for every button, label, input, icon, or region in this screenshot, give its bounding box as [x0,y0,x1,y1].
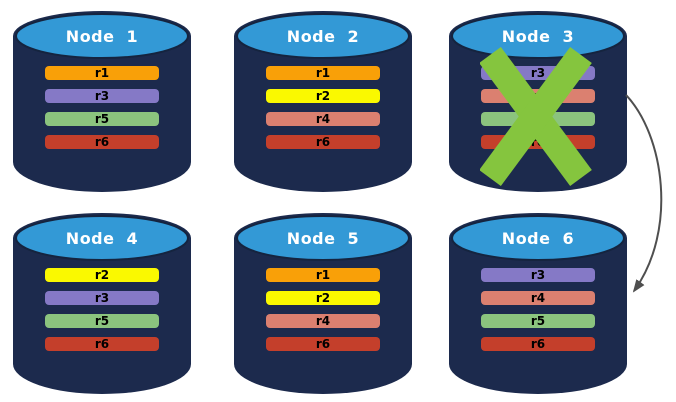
replica-list: r1 r2 r4 r6 [266,268,380,360]
replica-bar: r1 [45,66,159,80]
replica-bar: r5 [45,314,159,328]
replica-bar: r6 [45,135,159,149]
cylinder-top [236,215,410,261]
failover-arrow-path [625,94,663,293]
replica-bar: r5 [45,112,159,126]
replica-bar: r4 [266,112,380,126]
replica-bar: r1 [266,66,380,80]
node-1: Node 1 r1 r3 r5 r6 [13,6,191,196]
replica-bar: r3 [481,66,595,80]
replica-list: r1 r3 r5 r6 [45,66,159,158]
replica-bar: r6 [481,337,595,351]
replica-bar: r6 [266,135,380,149]
node-title: Node 6 [501,229,575,248]
replica-bar: r2 [45,268,159,282]
node-4: Node 4 r2 r3 r5 r6 [13,208,191,398]
replica-list: r3 r4 r5 r6 [481,66,595,158]
replica-bar: r6 [481,135,595,149]
replica-bar: r3 [45,291,159,305]
replica-bar: r6 [266,337,380,351]
replica-bar: r6 [45,337,159,351]
cylinder-top [15,215,189,261]
node-title: Node 1 [65,27,139,46]
replica-bar: r4 [266,314,380,328]
node-5: Node 5 r1 r2 r4 r6 [234,208,412,398]
replica-list: r2 r3 r5 r6 [45,268,159,360]
replica-bar: r5 [481,314,595,328]
node-3: Node 3 r3 r4 r5 r6 [449,6,627,196]
replica-bar: r4 [481,89,595,103]
replica-bar: r5 [481,112,595,126]
cylinder-top [15,13,189,59]
replica-bar: r1 [266,268,380,282]
node-title: Node 3 [501,27,575,46]
node-2: Node 2 r1 r2 r4 r6 [234,6,412,196]
cylinder-top [451,215,625,261]
node-6: Node 6 r3 r4 r5 r6 [449,208,627,398]
replica-list: r1 r2 r4 r6 [266,66,380,158]
replica-bar: r2 [266,291,380,305]
replica-bar: r3 [45,89,159,103]
replica-bar: r2 [266,89,380,103]
node-title: Node 4 [65,229,139,248]
node-title: Node 2 [286,27,360,46]
node-title: Node 5 [286,229,360,248]
replica-bar: r4 [481,291,595,305]
cylinder-top [236,13,410,59]
replica-list: r3 r4 r5 r6 [481,268,595,360]
replica-bar: r3 [481,268,595,282]
